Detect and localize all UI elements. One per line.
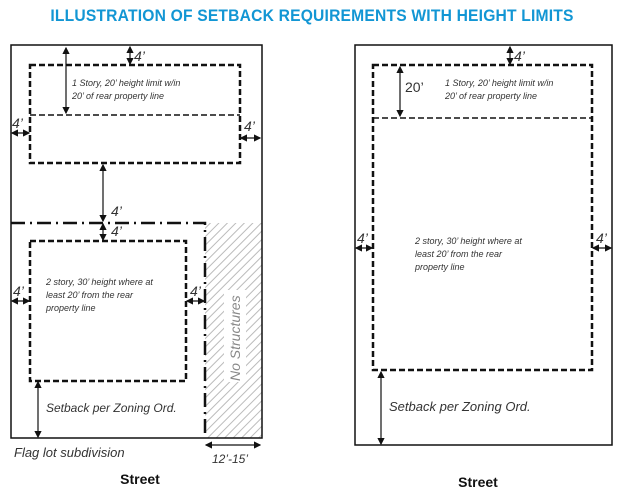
setback-label-left: 4’: [357, 230, 369, 246]
zoning-setback-label: Setback per Zoning Ord.: [46, 401, 177, 415]
setback-label-left: 4’: [12, 115, 24, 131]
dimension-arrows: [354, 45, 613, 446]
upper-envelope-text: 1 Story, 20’ height limit w/in: [445, 78, 553, 88]
zoning-setback-label: Setback per Zoning Ord.: [389, 399, 531, 414]
rear-depth-label: 20’: [405, 79, 424, 95]
setback-label-top: 4’: [514, 48, 526, 64]
building-envelope: [371, 63, 594, 372]
envelope-text: least 20’ from the rear: [415, 249, 503, 259]
upper-building-envelope: [28, 63, 242, 165]
setback-label-mid: 4’: [111, 203, 123, 219]
no-structures-label: No Structures: [227, 295, 243, 381]
lot-boundary: [10, 44, 263, 439]
envelope-text: 2 story, 30’ height where at: [414, 236, 522, 246]
setback-label-mid: 4’: [111, 223, 123, 239]
setback-label-top: 4’: [134, 48, 146, 64]
lower-building-envelope: [28, 239, 188, 383]
flag-width-label: 12’-15’: [212, 452, 248, 466]
dimension-arrows: [10, 45, 262, 449]
street-label: Street: [458, 474, 498, 490]
diagram-title: ILLUSTRATION OF SETBACK REQUIREMENTS WIT…: [50, 6, 574, 25]
envelope-text: property line: [414, 262, 465, 272]
lower-envelope-text: 2 story, 30’ height where at: [45, 277, 153, 287]
flag-lot-divider-line: [11, 221, 207, 438]
setback-label-right: 4’: [190, 283, 202, 299]
upper-envelope-text: 1 Story, 20’ height limit w/in: [72, 78, 180, 88]
flag-lot-caption: Flag lot subdivision: [14, 445, 125, 460]
setback-label-right: 4’: [596, 230, 608, 246]
lower-envelope-text: property line: [45, 303, 96, 313]
upper-envelope-text: 20’ of rear property line: [444, 91, 537, 101]
setback-label-right: 4’: [244, 118, 256, 134]
standard-lot-diagram: 4’ 20’ 1 Story, 20’ height limit w/in 20…: [354, 44, 613, 490]
setback-label-left: 4’: [13, 283, 25, 299]
street-label: Street: [120, 471, 160, 487]
lower-envelope-text: least 20’ from the rear: [46, 290, 134, 300]
flag-lot-diagram: 4’ 1 Story, 20’ height limit w/in 20’ of…: [10, 44, 263, 487]
upper-envelope-text: 20’ of rear property line: [71, 91, 164, 101]
